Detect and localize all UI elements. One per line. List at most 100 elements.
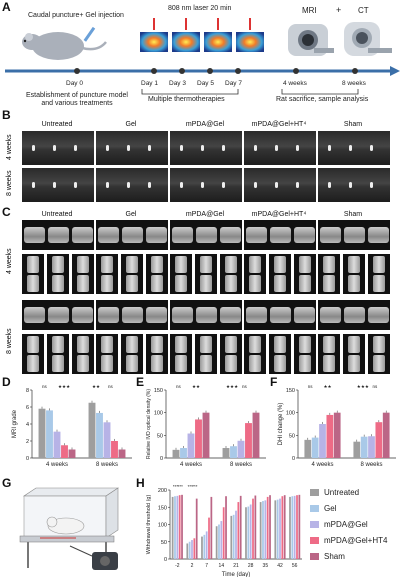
vertebra-bone <box>249 355 261 372</box>
vertebra-bone <box>101 336 113 353</box>
vertebra-bone <box>249 336 261 353</box>
vertebra-bone <box>172 307 193 323</box>
intervertebral-disc-mark <box>127 181 130 189</box>
vertebra-bone <box>175 336 187 353</box>
bar <box>171 496 174 559</box>
bar <box>88 402 96 458</box>
bar <box>118 449 126 458</box>
bar <box>222 507 225 559</box>
vertebra-bone <box>373 275 385 292</box>
vertebra-bone <box>348 336 360 353</box>
bar <box>235 510 237 559</box>
vertebra-bone <box>225 336 237 353</box>
bar <box>208 517 210 559</box>
bar <box>195 419 202 458</box>
ct-vertebra-section <box>244 254 266 294</box>
ct-vertebra-long-view <box>96 220 168 250</box>
bar <box>191 540 193 559</box>
vertebra-bone <box>196 307 217 323</box>
vertebra-bone <box>72 307 93 323</box>
vertebra-bone <box>151 256 163 273</box>
vertebra-bone <box>220 307 241 323</box>
ct-vertebra-long-view <box>318 300 390 330</box>
vertebra-bone <box>126 355 138 372</box>
y-tick-label: 50 <box>289 433 295 439</box>
b-row-8weeks: 8 weeks <box>6 170 13 196</box>
significance-label: ns <box>242 384 248 389</box>
day1-label: Day 1 <box>141 80 158 87</box>
y-axis-label: DHI change (%) <box>278 403 284 446</box>
bar <box>46 410 53 458</box>
bar <box>281 496 284 559</box>
y-axis-label: Withdrawal threshold (g) <box>146 495 152 555</box>
vertebra-bone <box>323 275 335 292</box>
x-tick-label: 21 <box>233 563 239 569</box>
x-tick-label: 4 weeks <box>311 462 333 468</box>
intervertebral-disc-mark <box>127 144 130 152</box>
intervertebral-disc-mark <box>254 181 257 189</box>
vertebra-bone <box>348 275 360 292</box>
y-tick-label: 200 <box>158 488 167 494</box>
bar <box>245 423 252 458</box>
b-row-4weeks: 4 weeks <box>6 134 13 160</box>
bar <box>319 424 326 458</box>
vertebra-bone <box>27 355 39 372</box>
intervertebral-disc-mark <box>148 144 151 152</box>
y-tick-label: 2 <box>26 439 29 445</box>
vertebra-bone <box>24 307 45 323</box>
timeline-injection-label: Caudal puncture+ Gel injection <box>28 12 124 19</box>
vertebra-bone <box>299 275 311 292</box>
vertebra-bone <box>151 275 163 292</box>
significance-label: *** <box>188 484 194 489</box>
intervertebral-disc-mark <box>349 144 352 152</box>
timeline-caption-mid: Multiple thermotherapies <box>148 96 225 103</box>
y-tick-label: 0 <box>26 456 29 462</box>
x-tick-label: 35 <box>263 563 269 569</box>
intervertebral-disc-mark <box>222 144 225 152</box>
vertebra-bone <box>126 256 138 273</box>
ct-vertebra-section <box>47 334 69 374</box>
vertebra-bone <box>323 256 335 273</box>
bar <box>53 431 61 458</box>
significance-label: ★★ <box>92 384 100 389</box>
y-tick-label: 0 <box>164 557 167 563</box>
y-tick-label: 8 <box>26 388 29 394</box>
vertebra-bone <box>270 227 291 243</box>
bar <box>68 449 76 458</box>
intervertebral-disc-mark <box>106 144 109 152</box>
bar <box>111 441 118 458</box>
ct-vertebra-section <box>170 334 192 374</box>
mri-image <box>96 131 168 165</box>
vertebra-bone <box>320 227 341 243</box>
day7-label: Day 7 <box>225 80 242 87</box>
intervertebral-disc-mark <box>32 144 35 152</box>
x-tick-label: 28 <box>248 563 254 569</box>
thermal-images <box>140 18 264 52</box>
vertebra-bone <box>200 256 212 273</box>
ct-vertebra-section <box>72 254 94 294</box>
bar <box>232 514 235 559</box>
bar <box>269 495 271 559</box>
bar <box>203 534 206 559</box>
intervertebral-disc-mark <box>74 144 77 152</box>
significance-label: ★★★ <box>357 384 369 389</box>
intervertebral-disc-mark <box>296 181 299 189</box>
vertebra-bone <box>27 275 39 292</box>
significance-label: *** <box>173 484 179 489</box>
x-tick-label: 14 <box>219 563 225 569</box>
bracket-mid <box>141 89 239 95</box>
vertebra-bone <box>274 336 286 353</box>
chart-e-optical-density: Relative IVD optical density (%)05010015… <box>146 384 266 468</box>
bar <box>172 449 180 458</box>
vertebra-bone <box>373 336 385 353</box>
y-axis-label: MRI grade <box>12 409 18 438</box>
bar <box>230 515 233 559</box>
significance-label: *** <box>192 484 198 489</box>
bar <box>193 538 196 559</box>
vertebra-bone <box>27 256 39 273</box>
y-tick-label: 50 <box>157 433 163 439</box>
ct-vertebra-section <box>318 334 340 374</box>
bar <box>174 496 176 559</box>
